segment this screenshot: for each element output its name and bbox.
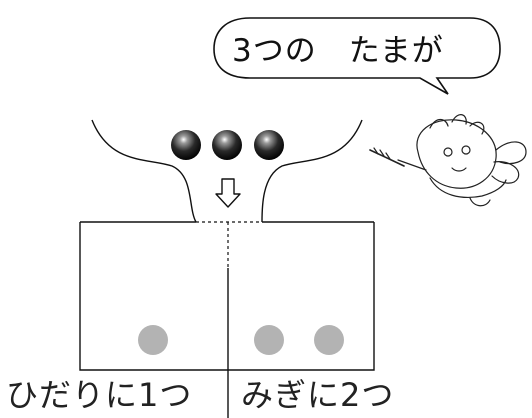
- cherub-eye: [443, 147, 453, 157]
- cherub-body: [429, 177, 507, 199]
- falling-ball: [171, 130, 201, 160]
- cherub-eye: [461, 145, 471, 155]
- cherub-foot: [469, 197, 491, 207]
- split-boxes: [79, 221, 375, 418]
- box-outline: [79, 222, 375, 371]
- falling-ball: [254, 130, 284, 160]
- cherub-arm: [397, 159, 427, 171]
- funnel-left-wall: [91, 119, 197, 223]
- pointer-stick: [369, 149, 405, 167]
- cherub-wing: [495, 141, 527, 165]
- pointer-stick-marks: [373, 147, 391, 160]
- cherub-mouth: [451, 167, 467, 172]
- right-result-ball: [314, 325, 344, 355]
- falling-balls: [171, 130, 284, 160]
- speech-bubble: [213, 17, 501, 95]
- caption-left: ひだりに1つ: [6, 376, 193, 414]
- cherub-head: [416, 119, 497, 189]
- left-result-ball: [138, 325, 168, 355]
- speech-bubble-outline: [213, 17, 501, 95]
- cherub-hair: [429, 114, 485, 135]
- cherub-wing-lower: [491, 161, 520, 184]
- caption-right: みぎに2つ: [241, 376, 395, 414]
- down-arrow-icon: [215, 178, 241, 208]
- speech-bubble-text: 3つの たまが: [232, 33, 444, 69]
- right-result-ball: [254, 325, 284, 355]
- cherub-character: [369, 114, 527, 207]
- funnel: [91, 119, 363, 223]
- result-balls: [138, 325, 344, 355]
- falling-ball: [212, 130, 242, 160]
- funnel-right-wall: [261, 119, 363, 223]
